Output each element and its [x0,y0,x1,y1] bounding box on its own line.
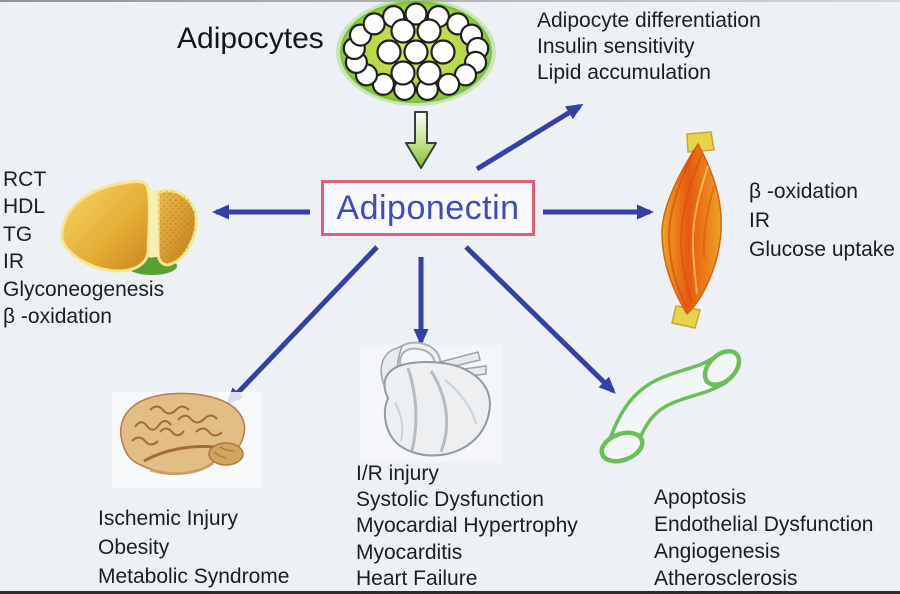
adipose-effects-list: Adipocyte differentiation Insulin sensit… [537,8,761,86]
muscle-effect-line: Glucose uptake [749,238,895,261]
brain-effect-line: Metabolic Syndrome [98,565,290,588]
brain-effects-list: Ischemic Injury Obesity Metabolic Syndro… [98,504,289,591]
adipose-effect-line: Insulin sensitivity [537,35,695,58]
heart-effect-line: Myocardial Hypertrophy [356,514,578,538]
adiponectin-box: Adiponectin [321,180,535,236]
adipose-effect-line: Lipid accumulation [537,61,711,84]
figure-bottom-edge [0,591,900,594]
liver-icon [60,180,198,275]
liver-effect-line: TG [3,222,33,246]
heart-icon [360,341,502,463]
liver-effect-line: RCT [3,168,47,191]
secretion-arrow-icon [405,111,437,169]
heart-effects-list: I/R injury Systolic Dysfunction Myocardi… [356,461,578,592]
blood-vessel-icon [599,349,742,464]
liver-effects-list: RCT HDL TG IR Glyconeogenesis β -oxidati… [3,166,164,330]
liver-effect-line: HDL [3,195,46,219]
arrow-to-adipose-effects [475,103,584,172]
liver-effect-line: Glyconeogenesis [3,277,165,301]
vessel-effect-line: Endothelial Dysfunction [654,513,874,536]
vessel-effect-line: Apoptosis [654,486,747,509]
heart-effect-line: Systolic Dysfunction [356,488,544,512]
vessel-effects-list: Apoptosis Endothelial Dysfunction Angiog… [654,484,873,592]
adipocyte-cell-icon [336,0,496,106]
brain-effect-line: Obesity [98,536,170,559]
adipocytes-label: Adipocytes [177,22,324,55]
figure-top-edge [0,0,900,2]
heart-effect-line: Heart Failure [356,566,478,590]
muscle-effects-list: β -oxidation IR Glucose uptake [749,177,895,264]
vessel-effect-line: Atherosclerosis [654,567,798,590]
liver-effect-line: IR [3,250,24,274]
brain-effect-line: Ischemic Injury [98,507,239,530]
liver-effect-line: β -oxidation [3,305,112,329]
muscle-icon [661,131,722,329]
adiponectin-label: Adiponectin [336,188,520,227]
muscle-effect-line: β -oxidation [749,180,858,203]
brain-icon [112,392,262,488]
heart-effect-line: Myocarditis [356,540,463,564]
adipose-effect-line: Adipocyte differentiation [537,9,761,32]
heart-effect-line: I/R injury [356,462,439,485]
muscle-effect-line: IR [749,209,770,232]
arrows [212,103,654,405]
vessel-effect-line: Angiogenesis [654,540,781,563]
arrow-to-brain [226,245,379,405]
arrow-to-vessel [464,245,616,394]
